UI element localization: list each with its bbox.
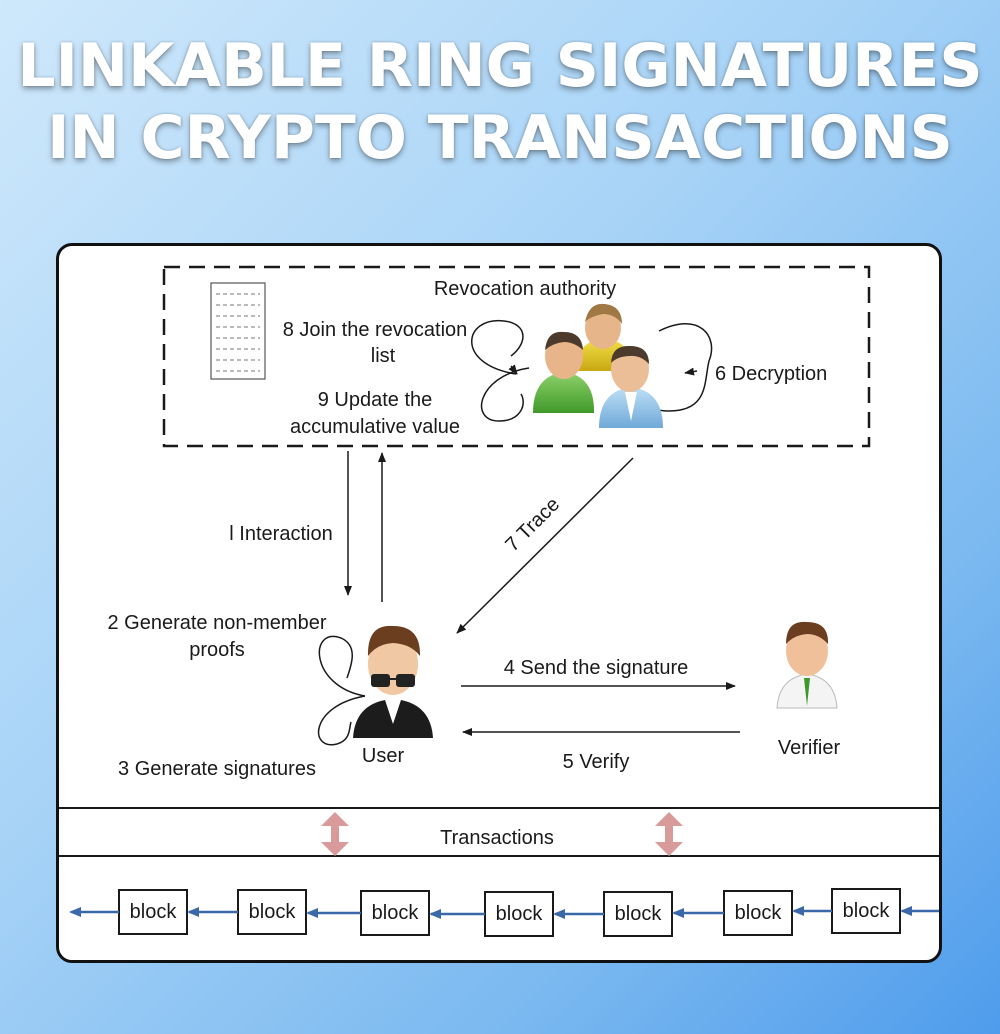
update-value-label-2: accumulative value (290, 416, 460, 438)
block-label: block (496, 903, 544, 925)
block-label: block (735, 902, 783, 924)
join-loop-arrow (471, 319, 524, 375)
title-line-2: IN CRYPTO TRANSACTIONS (47, 103, 953, 173)
block-box (237, 889, 307, 935)
revocation-authority-label: Revocation authority (434, 278, 616, 300)
diagram-panel: Revocation authority 8 Join the revocati… (56, 243, 942, 963)
transactions-label: Transactions (440, 827, 554, 849)
blockchain: block block block block block block block (69, 888, 939, 937)
title-line-1: LINKABLE RING SIGNATURES (17, 31, 983, 101)
ring-signature-diagram: Revocation authority 8 Join the revocati… (59, 265, 939, 937)
revocation-authority-group-icon (533, 303, 663, 428)
block-label: block (249, 901, 297, 923)
page-title: LINKABLE RING SIGNATURES IN CRYPTO TRANS… (0, 30, 1000, 174)
trace-arrow (456, 457, 634, 634)
block-label: block (130, 901, 178, 923)
send-signature-label: 4 Send the signature (504, 657, 689, 679)
block-label: block (843, 900, 891, 922)
verifier-avatar-icon (776, 621, 838, 709)
transaction-double-arrow-right (655, 812, 683, 856)
interaction-label: l Interaction (229, 523, 332, 545)
generate-proofs-label-2: proofs (189, 639, 245, 661)
generate-proofs-loop-arrow (318, 635, 366, 697)
generate-signatures-label: 3 Generate signatures (118, 758, 316, 780)
block-box (831, 888, 901, 934)
revocation-authority-box (162, 265, 871, 448)
revocation-list-document-icon (210, 282, 266, 380)
user-label: User (362, 745, 405, 767)
transaction-double-arrow-left (321, 812, 349, 856)
block-label: block (372, 902, 420, 924)
update-loop-arrow (480, 367, 530, 422)
verifier-label: Verifier (778, 737, 841, 759)
update-value-label-1: 9 Update the (318, 389, 433, 411)
trace-label: 7 Trace (501, 493, 564, 556)
block-label: block (615, 903, 663, 925)
generate-signatures-loop-arrow (317, 695, 366, 746)
join-revocation-label-2: list (371, 345, 396, 367)
generate-proofs-label-1: 2 Generate non-member (107, 612, 326, 634)
verify-label: 5 Verify (563, 751, 630, 773)
join-revocation-label-1: 8 Join the revocation (283, 319, 468, 341)
user-avatar-icon (353, 625, 433, 738)
decryption-label: 6 Decryption (715, 363, 827, 385)
